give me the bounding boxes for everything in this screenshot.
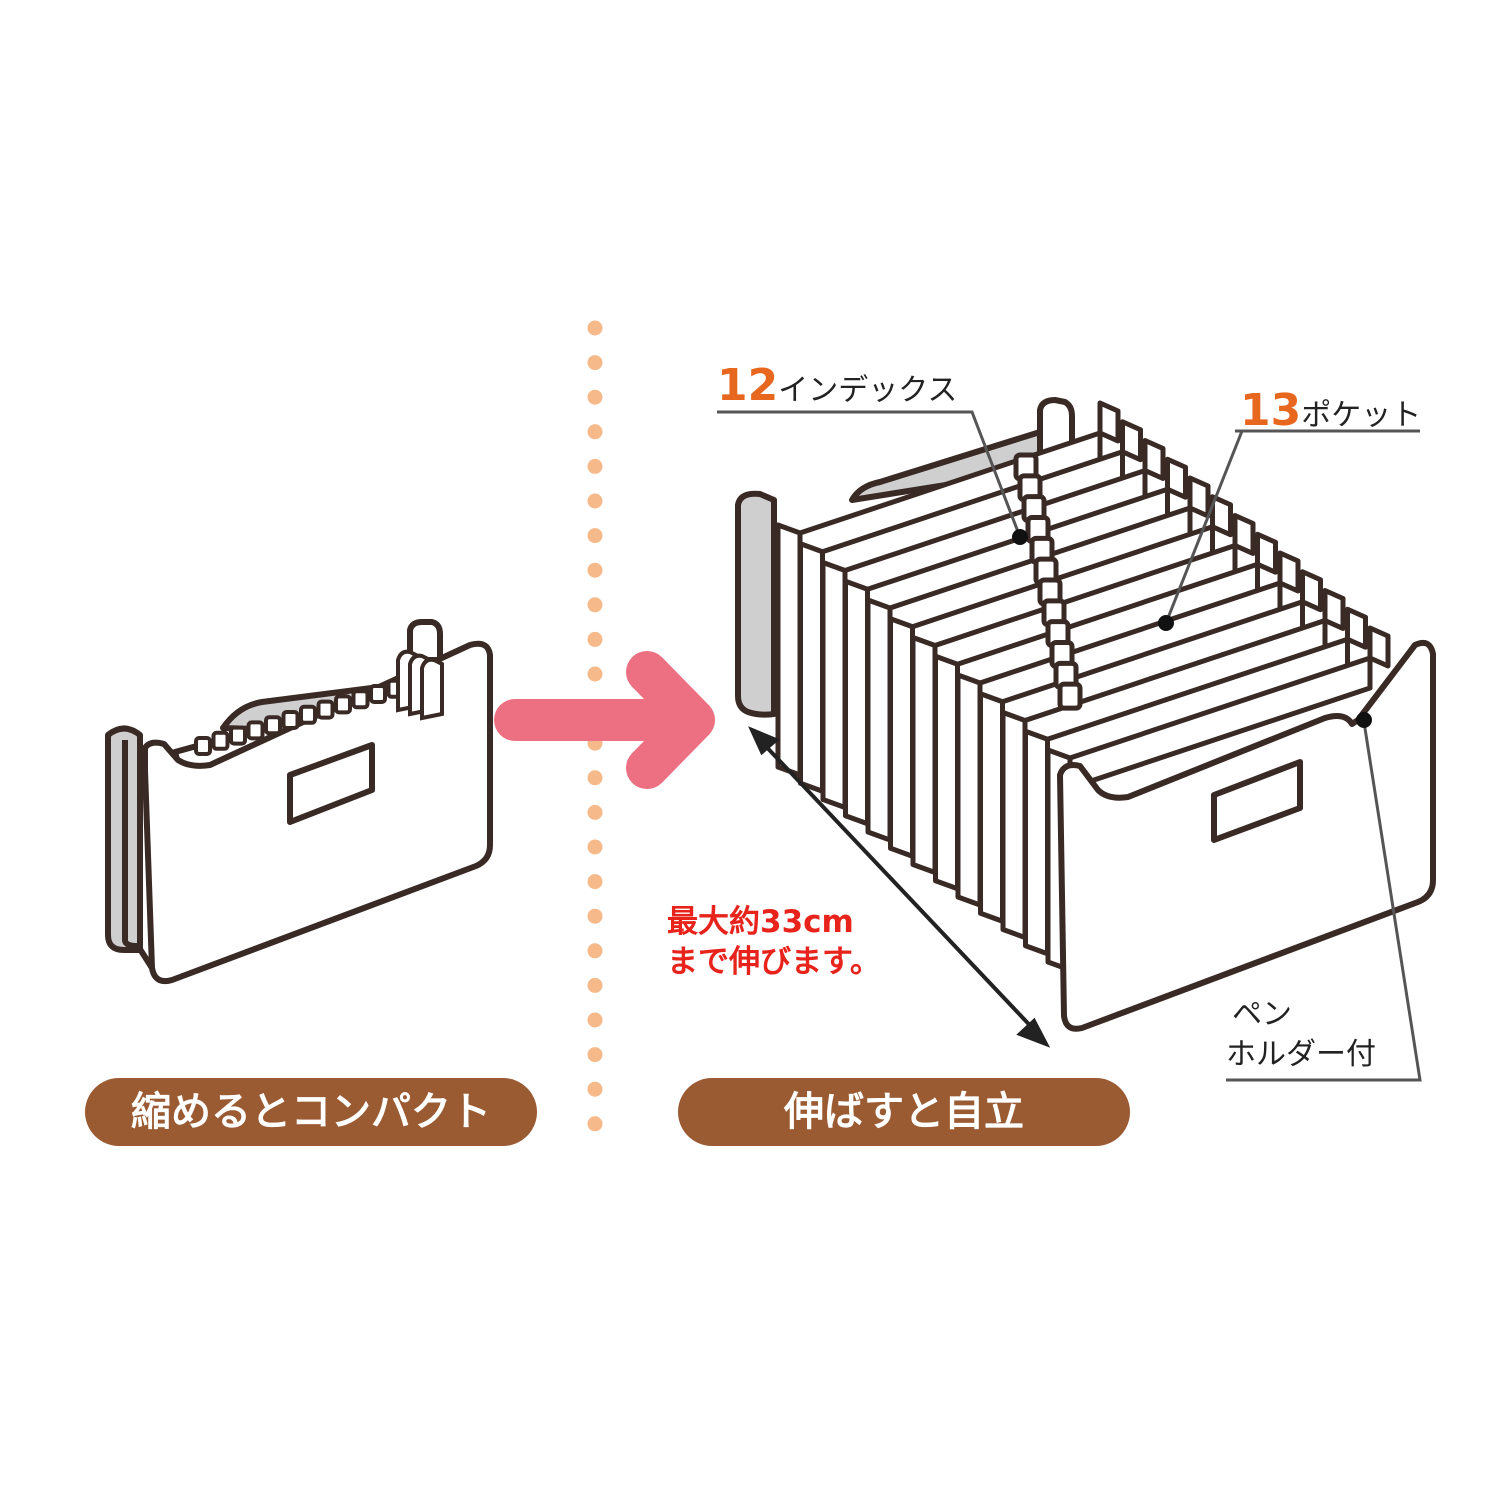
expanded-file-pockets — [775, 400, 1391, 973]
divider-dot — [587, 1081, 603, 1097]
divider-dot — [587, 493, 603, 509]
pocket-end-tab — [1187, 475, 1211, 519]
label-extend-length: 最大約33cm まで伸びます。 — [667, 902, 881, 982]
divider-dot — [587, 562, 603, 578]
divider-dot — [587, 804, 603, 820]
pocket-side-strip — [865, 597, 893, 843]
index-count: 12 — [717, 360, 779, 411]
pocket-side-strip — [1023, 728, 1050, 957]
caption-compact: 縮めるとコンパクト — [85, 1078, 537, 1146]
folded-pocket-layer — [420, 657, 444, 721]
pocket-side-strip — [798, 541, 825, 794]
folded-index-tab — [351, 689, 370, 710]
pocket-side-strip — [910, 635, 938, 875]
divider-dot — [587, 908, 603, 924]
pocket-side-strip — [820, 560, 848, 810]
folded-file-index-tabs — [194, 649, 444, 756]
pen-line-2: ホルダー付 — [1226, 1037, 1376, 1072]
divider-dot — [587, 1116, 603, 1132]
pocket-end-tab — [1120, 419, 1143, 463]
divider-dot — [587, 874, 603, 890]
pocket-side-strip — [775, 522, 803, 778]
divider-dot — [587, 528, 603, 544]
folded-index-tab — [264, 715, 282, 736]
divider-dot — [587, 1012, 603, 1028]
pocket-side-strip — [843, 578, 870, 827]
divider-dot — [587, 839, 603, 855]
pocket-side-strip — [1000, 710, 1028, 940]
expanded-file-icon — [735, 397, 1075, 718]
folded-index-tab — [281, 710, 300, 730]
folded-index-tab — [334, 694, 352, 715]
divider-dot — [587, 355, 603, 371]
divider-dot — [587, 424, 603, 440]
folded-index-tab — [316, 699, 335, 720]
leader-lines — [717, 410, 1422, 1082]
folded-index-tab — [229, 725, 247, 746]
pocket-end-tab — [1322, 588, 1346, 631]
folded-index-tab — [299, 704, 317, 725]
divider-dot — [587, 631, 603, 647]
label-index-count: 12インデックス — [717, 360, 957, 411]
right-arrow-icon — [494, 651, 715, 789]
divider-dot — [587, 770, 603, 786]
folded-index-tab — [246, 720, 265, 741]
index-unit: インデックス — [778, 373, 958, 408]
dimension-arrow — [748, 726, 1051, 1048]
pocket-end-tab — [1232, 513, 1256, 556]
divider-dot — [587, 977, 603, 993]
pocket-side-strip — [955, 672, 983, 908]
leader-dots — [1012, 529, 1372, 728]
label-pen-holder: ペン ホルダー付 — [1226, 995, 1376, 1075]
folded-index-tab — [194, 736, 212, 756]
index-tab — [1057, 681, 1083, 711]
pocket-end-tab — [1367, 625, 1391, 669]
folded-index-tab — [369, 684, 387, 704]
pocket-end-tab — [1345, 606, 1368, 650]
folded-index-tab — [211, 730, 230, 751]
pocket-end-tab — [1300, 569, 1323, 613]
divider-dot — [587, 666, 603, 682]
divider-dot — [587, 597, 603, 613]
label-pocket-count: 13ポケット — [1240, 385, 1421, 436]
pen-line-1: ペン — [1232, 997, 1292, 1032]
divider-dot — [587, 320, 603, 336]
pocket-count: 13 — [1240, 385, 1302, 436]
divider-dot — [587, 1047, 603, 1063]
pocket-unit: ポケット — [1301, 398, 1422, 433]
expanded-file-front — [1057, 639, 1436, 1032]
extend-line-2: まで伸びます。 — [667, 944, 881, 980]
dotted-divider — [587, 320, 603, 1132]
pocket-end-tab — [1255, 531, 1278, 575]
divider-dot — [587, 389, 603, 405]
pocket-end-tab — [1097, 400, 1121, 444]
pocket-side-strip — [933, 653, 960, 892]
divider-dot — [587, 943, 603, 959]
caption-standing: 伸ばすと自立 — [678, 1078, 1130, 1146]
pocket-end-tab — [1277, 550, 1301, 594]
pocket-end-tab — [1142, 438, 1166, 481]
divider-dot — [587, 458, 603, 474]
pocket-end-tab — [1165, 456, 1188, 500]
pocket-side-strip — [888, 616, 915, 859]
pocket-side-strip — [978, 691, 1005, 924]
extend-line-1: 最大約33cm — [667, 904, 854, 940]
